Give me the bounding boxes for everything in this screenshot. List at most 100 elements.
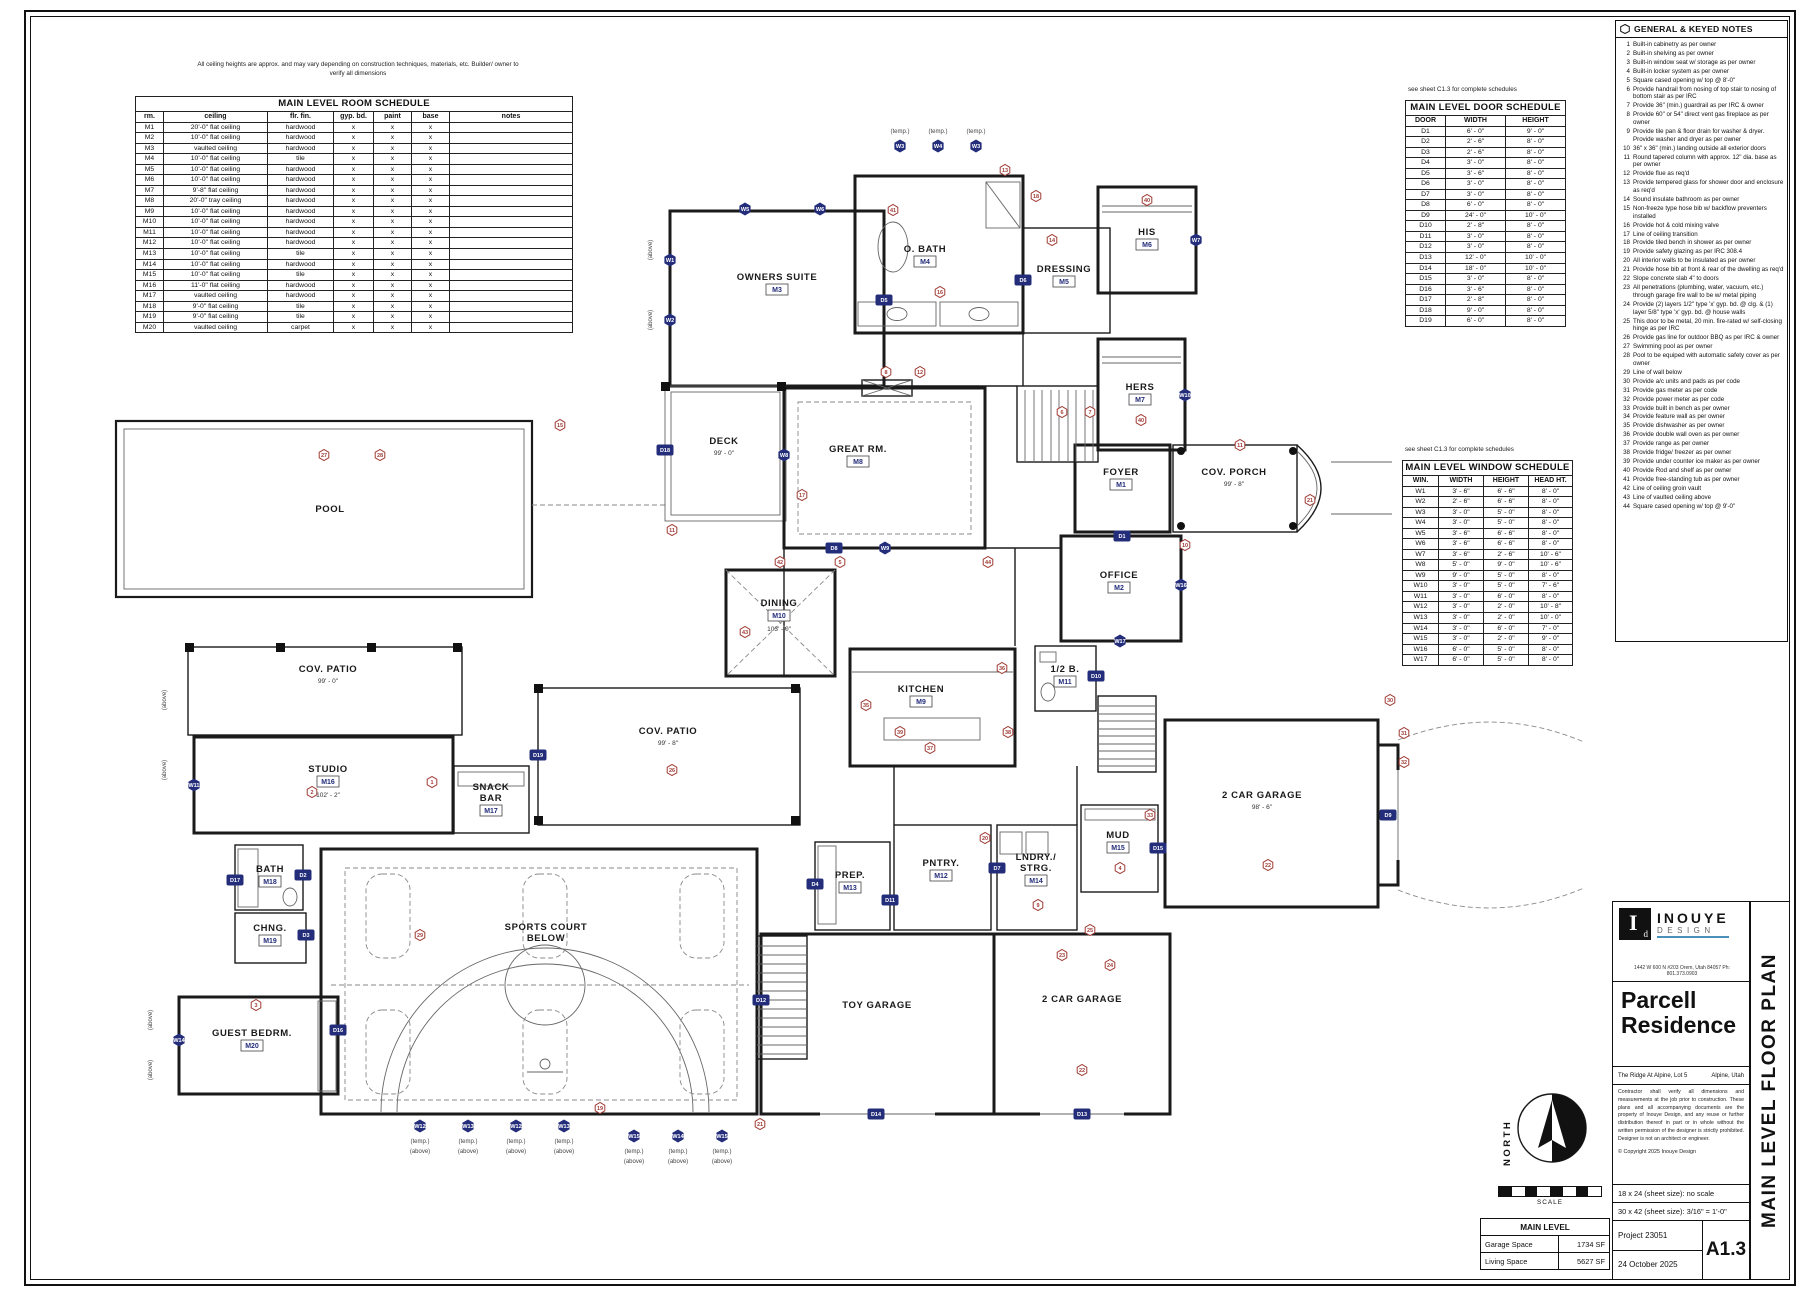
window-schedule-note: see sheet C1.3 for complete schedules — [1405, 446, 1514, 453]
door-tag — [806, 878, 824, 890]
room-tag-label: M8 — [853, 459, 863, 466]
door-tag — [329, 1024, 347, 1036]
column-header: paint — [373, 111, 412, 123]
door-tag — [1087, 670, 1105, 682]
door-tag — [988, 862, 1006, 874]
column-header: rm. — [135, 111, 164, 123]
room-tag-label: M15 — [1111, 845, 1125, 852]
project-number: Project 23051 — [1618, 1230, 1668, 1240]
plan-annotation: (above) — [554, 1149, 574, 1155]
room-label: POOL — [315, 504, 344, 515]
keyed-note-marker — [1076, 1063, 1088, 1077]
keyed-note-number: 22 — [1079, 1068, 1085, 1074]
keyed-note-number: 27 — [321, 453, 327, 459]
copyright-text: © Copyright 2025 Inouye Design — [1618, 1148, 1696, 1155]
keyed-note-number: 13 — [1002, 168, 1008, 174]
keyed-note-number: 37 — [927, 746, 933, 752]
room-label: CHNG. — [253, 923, 287, 934]
sheet-size-2: 30 x 42 (sheet size): 3/16" = 1'-0" — [1613, 1202, 1749, 1220]
north-arrow — [1517, 1093, 1587, 1163]
door-tag — [529, 749, 547, 761]
column-header: WIDTH — [1445, 115, 1506, 127]
project-date: 24 October 2025 — [1613, 1249, 1702, 1280]
tag-label: D14 — [871, 1112, 882, 1118]
notes-panel-header: GENERAL & KEYED NOTES — [1616, 21, 1787, 38]
keyed-note-marker — [1104, 958, 1116, 972]
room-tag-label: M9 — [916, 699, 926, 706]
keyed-note-marker — [1002, 725, 1014, 739]
plan-annotation: (above) — [668, 1159, 688, 1165]
keyed-note-marker — [1398, 726, 1410, 740]
tag-label: W15 — [716, 1134, 727, 1140]
plan-annotation: (temp.) — [668, 1149, 687, 1155]
plan-annotation: (above) — [162, 760, 168, 780]
tag-label: W5 — [741, 207, 749, 213]
room-tag — [929, 869, 953, 882]
tag-label: W3 — [972, 144, 980, 150]
firm-name-sub: DESIGN — [1657, 926, 1729, 938]
disclaimer-text: Contractor shall verify all dimensions a… — [1618, 1089, 1744, 1142]
keyed-note-number: 3 — [254, 1003, 257, 1009]
keyed-note-number: 14 — [1049, 238, 1056, 244]
room-tag — [1053, 675, 1077, 688]
keyed-note-number: 11 — [669, 528, 675, 534]
room-tag-label: M17 — [484, 808, 498, 815]
keyed-note-marker — [934, 285, 946, 299]
plan-annotation: (above) — [648, 240, 654, 260]
plan-annotation: (above) — [624, 1159, 644, 1165]
keyed-note-marker — [318, 448, 330, 462]
tag-label: D12 — [756, 998, 766, 1004]
keyed-note-number: 6 — [1060, 410, 1063, 416]
room-tag-label: M1 — [1116, 482, 1126, 489]
room-elevation: 99' - 0" — [318, 678, 339, 685]
room-label: GREAT RM. — [829, 444, 887, 455]
room-elevation: 99' - 8" — [1224, 481, 1245, 488]
keyed-note-marker — [1179, 538, 1191, 552]
room-label: COV. PORCH — [1201, 467, 1266, 478]
tag-label: W14 — [672, 1134, 684, 1140]
sheet-size-1: 18 x 24 (sheet size): no scale — [1618, 1189, 1715, 1198]
column-header: base — [411, 111, 450, 123]
scale-bar: SCALE — [1498, 1186, 1602, 1206]
door-schedule-title: MAIN LEVEL DOOR SCHEDULE — [1404, 100, 1567, 116]
room-schedule-title: MAIN LEVEL ROOM SCHEDULE — [134, 96, 574, 112]
keyed-note-marker — [754, 1117, 766, 1131]
door-tag — [226, 874, 244, 886]
keyed-note-number: 40 — [1144, 198, 1150, 204]
keyed-note-number: 21 — [757, 1122, 763, 1128]
room-label: DECK — [709, 436, 738, 447]
window-tag — [628, 1129, 640, 1143]
keyed-note-number: 44 — [985, 560, 992, 566]
room-tag-label: M6 — [1142, 242, 1152, 249]
keyed-note-number: 40 — [1138, 418, 1144, 424]
door-tag — [656, 444, 674, 456]
keyed-note-marker — [860, 698, 872, 712]
room-tag — [316, 775, 340, 788]
room-tag-label: M7 — [1135, 397, 1145, 404]
